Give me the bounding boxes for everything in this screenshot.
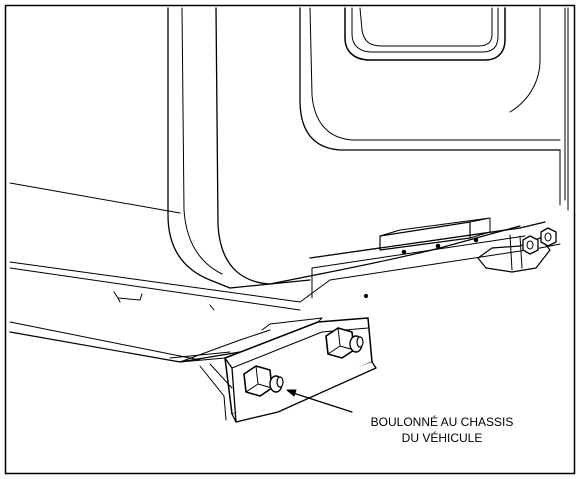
tank-body bbox=[9, 7, 569, 361]
annotation-line-2: DU VÉHICULE bbox=[402, 430, 483, 445]
right-nut-2 bbox=[540, 227, 557, 247]
front-bolt-right bbox=[325, 327, 364, 359]
right-nut-1 bbox=[522, 235, 539, 255]
front-bolt-left bbox=[243, 365, 284, 397]
callout-leader bbox=[286, 389, 353, 413]
right-bracket bbox=[477, 234, 551, 273]
annotation-line-1: BOULONNÉ AU CHASSIS bbox=[371, 414, 514, 429]
